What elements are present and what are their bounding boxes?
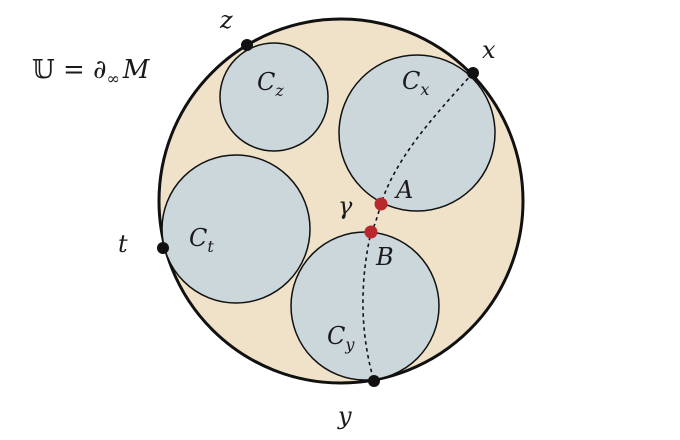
circle-c-t (161, 154, 311, 304)
label-t: t (118, 230, 128, 258)
formula-u: 𝕌 (32, 55, 55, 85)
label-x: x (482, 36, 496, 64)
geodesic-gamma (362, 72, 474, 382)
formula-m: M (122, 55, 151, 85)
circle-c-z (219, 42, 329, 152)
boundary-formula: 𝕌 = ∂∞M (32, 55, 151, 88)
ideal-point-x (467, 67, 479, 79)
formula-eq: = ∂ (55, 55, 107, 85)
label-c-t: Ct (189, 224, 214, 256)
label-z: z (219, 6, 233, 34)
label-c-z: Cz (257, 68, 284, 100)
ideal-point-t (157, 242, 169, 254)
point-a (374, 197, 388, 211)
ideal-point-z (241, 39, 253, 51)
label-gamma: γ (338, 192, 353, 220)
formula-infinity: ∞ (106, 69, 119, 88)
point-b (364, 225, 378, 239)
label-c-x: Cx (402, 67, 429, 99)
label-a: A (394, 176, 413, 204)
label-y: y (337, 402, 352, 430)
label-b: B (375, 243, 394, 271)
circle-c-x (338, 54, 496, 212)
circle-c-y (290, 231, 440, 381)
label-c-y: Cy (327, 322, 355, 354)
ideal-point-y (368, 375, 380, 387)
